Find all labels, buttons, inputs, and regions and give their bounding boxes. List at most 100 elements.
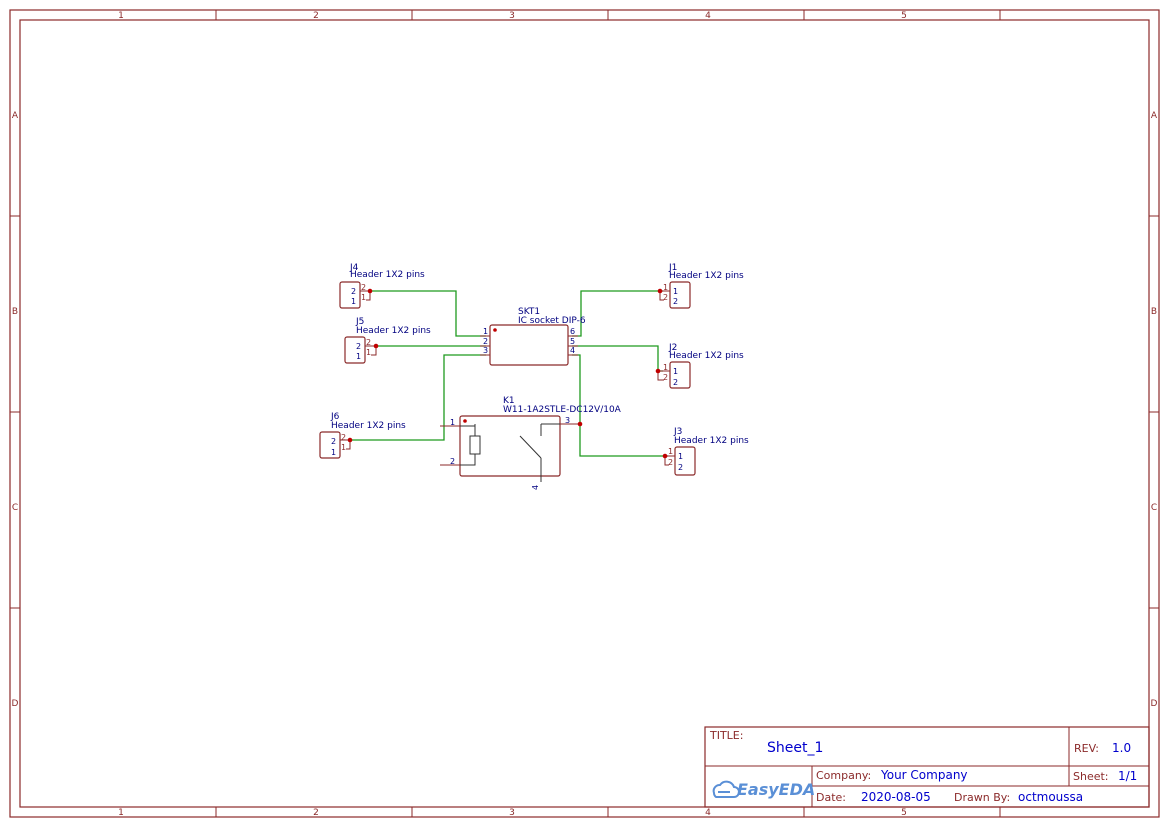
- skt1-pin1-marker: [493, 328, 497, 332]
- title-block: TITLE: Sheet_1 REV: 1.0 Company: Your Co…: [704, 726, 1150, 808]
- row-label-right-d: D: [1151, 699, 1158, 709]
- rev-value: 1.0: [1112, 741, 1131, 755]
- drawn-by-label: Drawn By:: [954, 791, 1010, 804]
- j4-body: [339, 281, 361, 309]
- j1-value: Header 1X2 pins: [669, 271, 744, 281]
- date-value: 2020-08-05: [861, 790, 931, 804]
- sheet-title: Sheet_1: [767, 740, 823, 756]
- skt1-pin-label-4: 4: [570, 346, 575, 355]
- col-label-top-3: 3: [509, 11, 515, 21]
- j2-ref: J2: [668, 343, 677, 353]
- j6-pin-label-top: 2: [331, 437, 336, 446]
- col-label-top-2: 2: [313, 11, 319, 21]
- j5-pin-label-top: 2: [356, 342, 361, 351]
- skt1-body: [489, 324, 569, 366]
- company-value: Your Company: [880, 768, 968, 782]
- header-j4[interactable]: J4 Header 1X2 pins 2 1 2 1: [339, 263, 425, 309]
- skt1-pin-label-2: 2: [483, 337, 488, 346]
- k1-value: W11-1A2STLE-DC12V/10A: [503, 405, 622, 415]
- sheet-label: Sheet:: [1073, 770, 1109, 783]
- col-label-bottom-1: 1: [118, 808, 124, 818]
- j1-body: [669, 281, 691, 309]
- header-j5[interactable]: J5 Header 1X2 pins 2 1 2 1: [344, 317, 431, 364]
- j2-pin-label-bottom: 2: [673, 378, 678, 387]
- drawn-by-value: octmoussa: [1018, 790, 1083, 804]
- skt1-value: IC socket DIP-6: [518, 316, 586, 326]
- j6-value: Header 1X2 pins: [331, 421, 406, 431]
- j3-ref: J3: [673, 427, 682, 437]
- j4-pin-label-top: 2: [351, 287, 356, 296]
- j5-pin-label-bottom: 1: [356, 352, 361, 361]
- j4-outer-pin-bottom: 1: [361, 293, 366, 302]
- junctions: [347, 288, 668, 459]
- j2-pins: [657, 370, 670, 381]
- easyeda-logo-text: EasyEDA: [737, 780, 815, 799]
- k1-pin-label-4: 4: [531, 485, 540, 490]
- j1-pins: [659, 290, 670, 301]
- k1-internal: [460, 423, 560, 482]
- header-j6[interactable]: J6 Header 1X2 pins 2 1 2 1: [319, 412, 406, 459]
- ic-socket-skt1[interactable]: SKT1 IC socket DIP-6 1 2 3 6 5 4: [480, 307, 586, 366]
- junction-j1: [657, 288, 663, 294]
- rev-label: REV:: [1074, 742, 1099, 755]
- col-label-bottom-2: 2: [313, 808, 319, 818]
- j3-pins: [664, 455, 675, 466]
- j1-pin-label-bottom: 2: [673, 297, 678, 306]
- skt1-pins: [480, 335, 578, 356]
- junction-j5: [373, 343, 379, 349]
- j2-value: Header 1X2 pins: [669, 351, 744, 361]
- j4-outer-pin-top: 2: [361, 283, 366, 292]
- column-ticks: [215, 10, 1001, 817]
- inner-frame: [19, 19, 1150, 808]
- j5-outer-pin-top: 2: [366, 338, 371, 347]
- j4-value: Header 1X2 pins: [350, 270, 425, 280]
- skt1-pin-label-1: 1: [483, 327, 488, 336]
- j1-pin-label-top: 1: [673, 287, 678, 296]
- relay-k1[interactable]: K1 W11-1A2STLE-DC12V/10A 1 2 3 4: [440, 396, 622, 490]
- col-label-top-5: 5: [901, 11, 907, 21]
- j5-pins: [365, 345, 377, 356]
- k1-pin-label-3: 3: [565, 416, 570, 425]
- col-label-bottom-4: 4: [705, 808, 711, 818]
- k1-pin1-marker: [463, 419, 467, 423]
- row-label-right-b: B: [1151, 307, 1157, 317]
- j3-body: [674, 446, 696, 476]
- wire-j6-skt1-3: [350, 354, 486, 441]
- k1-body: [459, 415, 561, 477]
- j5-outer-pin-bottom: 1: [366, 348, 371, 357]
- row-label-left-d: D: [12, 699, 19, 709]
- outer-frame: [9, 9, 1160, 818]
- j3-pin-label-top: 1: [678, 452, 683, 461]
- skt1-pin-label-3: 3: [483, 346, 488, 355]
- col-label-top-1: 1: [118, 11, 124, 21]
- row-label-left-a: A: [12, 111, 19, 121]
- row-label-right-a: A: [1151, 111, 1158, 121]
- k1-pin-label-1: 1: [450, 418, 455, 427]
- header-j1[interactable]: J1 Header 1X2 pins 1 2 1 2: [659, 263, 744, 309]
- junction-j4: [367, 288, 373, 294]
- col-label-top-4: 4: [705, 11, 711, 21]
- j6-body: [319, 431, 341, 459]
- j4-pin-label-bottom: 1: [351, 297, 356, 306]
- wires: [350, 290, 668, 457]
- header-j3[interactable]: J3 Header 1X2 pins 1 2 1 2: [664, 427, 749, 476]
- j6-pins: [340, 439, 351, 450]
- k1-pins: [440, 423, 580, 466]
- j6-outer-pin-bottom: 1: [341, 443, 346, 452]
- j2-outer-pin-bottom: 2: [663, 373, 668, 382]
- k1-pin-label-2: 2: [450, 457, 455, 466]
- sheet-value: 1/1: [1118, 769, 1137, 783]
- header-j2[interactable]: J2 Header 1X2 pins 1 2 1 2: [657, 343, 744, 389]
- j6-pin-label-bottom: 1: [331, 448, 336, 457]
- j6-outer-pin-top: 2: [341, 433, 346, 442]
- j4-pins: [360, 290, 371, 301]
- j1-outer-pin-top: 1: [663, 283, 668, 292]
- j2-pin-label-top: 1: [673, 367, 678, 376]
- date-label: Date:: [816, 791, 846, 804]
- j3-outer-pin-bottom: 2: [668, 458, 673, 467]
- col-label-bottom-5: 5: [901, 808, 907, 818]
- easyeda-logo-icon: [712, 780, 740, 798]
- j5-value: Header 1X2 pins: [356, 326, 431, 336]
- company-label: Company:: [816, 769, 871, 782]
